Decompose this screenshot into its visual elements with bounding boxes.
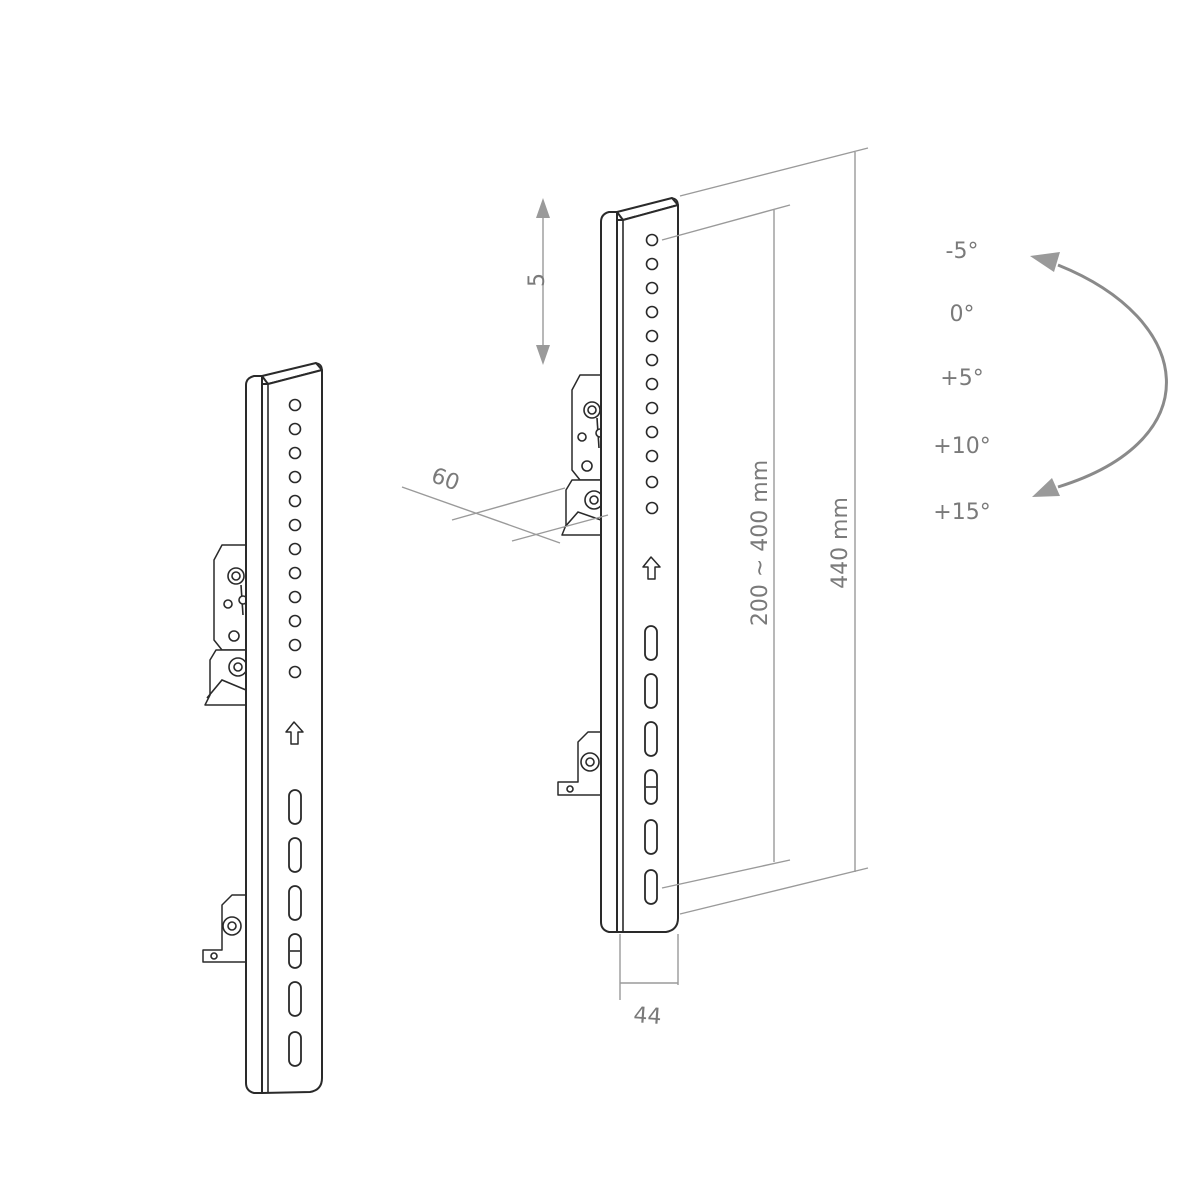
left-bracket-flange — [245, 375, 263, 1094]
tilt-angle-plus15: +15° — [933, 500, 990, 525]
width-label: 44 — [633, 1003, 663, 1030]
left-up-arrow-icon — [285, 721, 304, 745]
tilt-angle-plus10: +10° — [933, 434, 990, 459]
vesa-range-label: 200 ~ 400 mm — [748, 460, 773, 626]
length-dimension — [679, 147, 869, 915]
tilt-angle-labels: -5° 0° +5° +10° +15° — [933, 239, 990, 525]
tilt-arrow-down-icon — [1032, 478, 1060, 497]
tilt-arc — [1057, 263, 1168, 489]
tilt-angle-0: 0° — [950, 302, 975, 327]
vesa-range-dimension — [661, 204, 791, 889]
right-bracket-slots — [644, 625, 658, 905]
right-bracket-flange — [600, 211, 618, 933]
left-bracket-slots — [288, 789, 302, 1067]
length-label: 440 mm — [828, 497, 853, 589]
tilt-angle-minus5: -5° — [946, 239, 979, 264]
depth-label: 60 — [428, 463, 463, 496]
adjust-label: 5 — [525, 273, 550, 287]
tilt-angle-plus5: +5° — [940, 366, 983, 391]
left-bracket-holes — [288, 398, 302, 679]
left-mounting-bracket — [202, 362, 323, 1094]
depth-dimension — [401, 486, 609, 544]
right-bracket-holes — [645, 233, 659, 515]
width-dimension — [619, 934, 679, 1000]
tilt-arrow-up-icon — [1030, 252, 1060, 272]
dimension-lines — [401, 147, 869, 1000]
right-mounting-bracket — [557, 197, 679, 933]
right-lower-adjust-plate — [557, 731, 602, 796]
right-up-arrow-icon — [642, 556, 661, 580]
tilt-indicator — [1030, 252, 1168, 497]
adjust-dimension — [536, 198, 550, 365]
